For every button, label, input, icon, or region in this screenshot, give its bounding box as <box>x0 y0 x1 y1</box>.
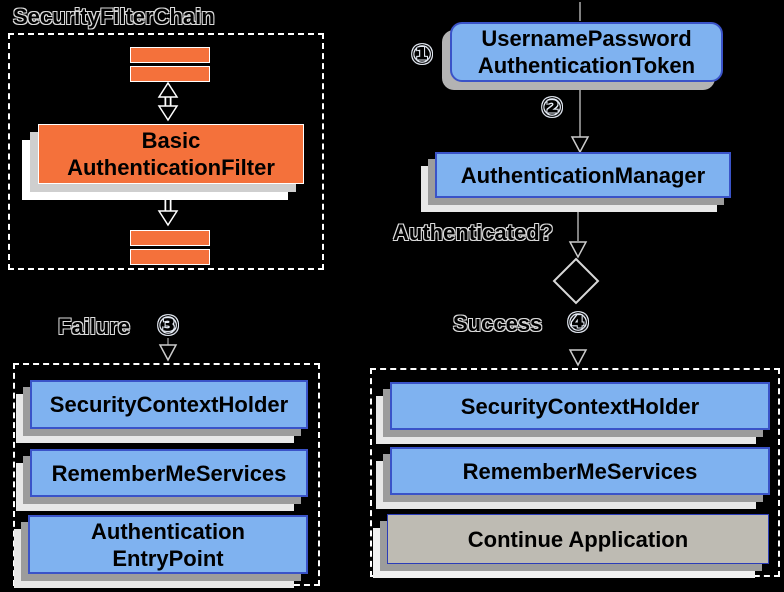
security-filter-chain-container: Basic AuthenticationFilter <box>8 33 324 270</box>
success-security-context-holder-box: SecurityContextHolder <box>390 382 770 430</box>
filter-bar-icon <box>130 47 210 63</box>
success-remember-me-services-label: RememberMeServices <box>462 458 698 484</box>
decision-diamond <box>552 257 600 305</box>
token-label-line1: UsernamePassword <box>481 26 692 51</box>
authentication-entry-point-label-line1: Authentication <box>91 518 245 544</box>
failure-security-context-holder-label: SecurityContextHolder <box>49 392 289 417</box>
authentication-manager-label: AuthenticationManager <box>460 162 706 188</box>
basic-authentication-filter-label-line2: AuthenticationFilter <box>67 155 275 180</box>
manager-to-diamond-arrowhead <box>568 241 588 259</box>
security-filter-chain-title: SecurityFilterChain <box>13 4 215 29</box>
filter-bar-icon <box>130 230 210 246</box>
continue-application-box: Continue Application <box>387 514 769 564</box>
step-2-badge: ② <box>540 92 564 124</box>
failure-label: Failure <box>58 314 131 339</box>
step-1-badge: ① <box>410 39 434 71</box>
step-3-badge: ③ <box>156 310 180 342</box>
failure-branch-container: SecurityContextHolder RememberMeServices… <box>13 363 320 586</box>
success-security-context-holder-label: SecurityContextHolder <box>460 393 700 419</box>
authentication-entry-point-box: Authentication EntryPoint <box>28 515 308 574</box>
failure-remember-me-services-box: RememberMeServices <box>30 449 308 497</box>
authenticated-question-label: Authenticated? <box>393 220 554 245</box>
username-password-authentication-token-box: UsernamePassword AuthenticationToken <box>450 22 723 82</box>
success-remember-me-services-box: RememberMeServices <box>390 447 770 495</box>
authentication-entry-point-label-line2: EntryPoint <box>112 545 224 571</box>
step-4-badge: ④ <box>566 307 590 339</box>
continue-application-label: Continue Application <box>467 526 689 552</box>
basic-authentication-filter-label-line1: Basic <box>141 128 201 153</box>
filter-bar-icon <box>130 249 210 265</box>
authentication-manager-box: AuthenticationManager <box>435 152 731 198</box>
success-label: Success <box>453 311 543 336</box>
filter-bar-icon <box>130 66 210 82</box>
success-arrowhead <box>568 349 588 367</box>
failure-remember-me-services-label: RememberMeServices <box>51 460 287 486</box>
failure-arrowhead <box>158 344 178 362</box>
failure-security-context-holder-box: SecurityContextHolder <box>30 380 308 429</box>
token-label-line2: AuthenticationToken <box>477 53 696 78</box>
success-branch-container: SecurityContextHolder RememberMeServices… <box>370 368 780 577</box>
basic-authentication-filter-box: Basic AuthenticationFilter <box>38 124 304 184</box>
token-to-manager-arrowhead <box>570 136 590 154</box>
